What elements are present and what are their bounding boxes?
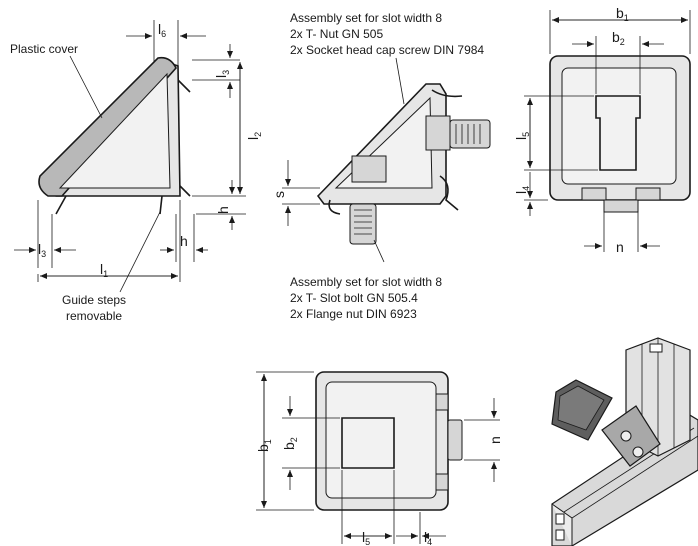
guide-steps-label-line1: Guide steps bbox=[62, 293, 126, 307]
dim-l3-horizontal: l3 bbox=[38, 241, 46, 259]
assembly-bolt-line2: 2x Flange nut DIN 6923 bbox=[290, 307, 417, 321]
front-view-top bbox=[549, 55, 691, 213]
dim-b1-bottom: b1 bbox=[255, 439, 273, 452]
dim-l4-horizontal: l4 bbox=[424, 529, 432, 546]
dim-l4-vertical: l4 bbox=[513, 186, 531, 194]
dim-b1-top: b1 bbox=[616, 5, 629, 23]
dim-h-vertical: h bbox=[215, 206, 231, 214]
dim-n-bottom: n bbox=[487, 436, 503, 444]
assembly-bolt-title: Assembly set for slot width 8 bbox=[290, 275, 442, 289]
dim-n-top: n bbox=[616, 239, 624, 255]
dim-l5-vertical: l5 bbox=[513, 132, 531, 140]
dim-l6: l6 bbox=[158, 21, 166, 39]
dim-l3-vertical: l3 bbox=[213, 70, 231, 78]
side-view-with-cover bbox=[38, 56, 191, 215]
plastic-cover-shape bbox=[38, 56, 177, 197]
dim-s: s bbox=[271, 191, 287, 198]
guide-steps-label-line2: removable bbox=[66, 309, 122, 323]
dim-h-horizontal: h bbox=[180, 233, 188, 249]
dim-b2-top: b2 bbox=[612, 29, 625, 47]
t-nut-bottom bbox=[351, 155, 387, 183]
assembly-nut-line1: 2x T- Nut GN 505 bbox=[290, 27, 383, 41]
dim-l5-horizontal: l5 bbox=[362, 529, 370, 546]
dim-l1: l1 bbox=[100, 261, 108, 279]
assembly-bolt-line1: 2x T- Slot bolt GN 505.4 bbox=[290, 291, 418, 305]
dim-l2: l2 bbox=[245, 132, 263, 140]
isometric-assembly-illustration bbox=[551, 337, 698, 546]
assembly-nut-line2: 2x Socket head cap screw DIN 7984 bbox=[290, 43, 484, 57]
plastic-cover-label: Plastic cover bbox=[10, 42, 78, 56]
front-view-bottom bbox=[315, 371, 463, 511]
assembly-nut-title: Assembly set for slot width 8 bbox=[290, 11, 442, 25]
dim-b2-bottom: b2 bbox=[281, 437, 299, 450]
section-view-assembly bbox=[316, 83, 491, 245]
t-nut-right bbox=[425, 115, 451, 151]
